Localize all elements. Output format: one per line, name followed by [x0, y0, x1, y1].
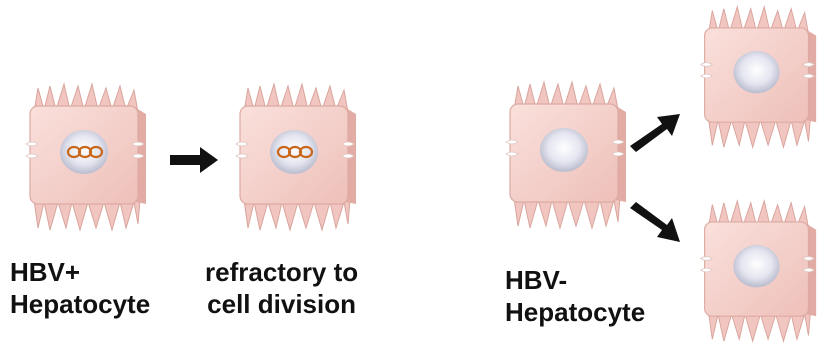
up-right-arrow-icon — [628, 108, 688, 158]
hbv-negative-hepatocyte — [500, 80, 630, 230]
hepatocyte-cell-icon — [695, 2, 820, 152]
down-right-arrow-icon — [628, 200, 688, 250]
hepatocyte-cell-icon — [695, 196, 820, 346]
hepatocyte-cell-icon — [20, 82, 150, 232]
right-arrow-icon — [170, 145, 220, 175]
hepatocyte-cell-icon — [500, 80, 630, 230]
refractory-label: refractory to cell division — [205, 256, 358, 320]
hbv-negative-label-line2: Hepatocyte — [505, 296, 645, 328]
hepatocyte-cell-icon — [230, 82, 360, 232]
hbv-positive-label-line2: Hepatocyte — [10, 288, 150, 320]
hbv-positive-hepatocyte — [20, 82, 150, 232]
daughter-hepatocyte-bottom — [695, 196, 820, 346]
daughter-hepatocyte-top — [695, 2, 820, 152]
hbv-negative-label-line1: HBV- — [505, 264, 645, 296]
hbv-negative-label: HBV- Hepatocyte — [505, 264, 645, 328]
refractory-label-line2: cell division — [205, 288, 358, 320]
refractory-label-line1: refractory to — [205, 256, 358, 288]
hbv-positive-label: HBV+ Hepatocyte — [10, 256, 150, 320]
hbv-positive-label-line1: HBV+ — [10, 256, 150, 288]
refractory-hepatocyte — [230, 82, 360, 232]
